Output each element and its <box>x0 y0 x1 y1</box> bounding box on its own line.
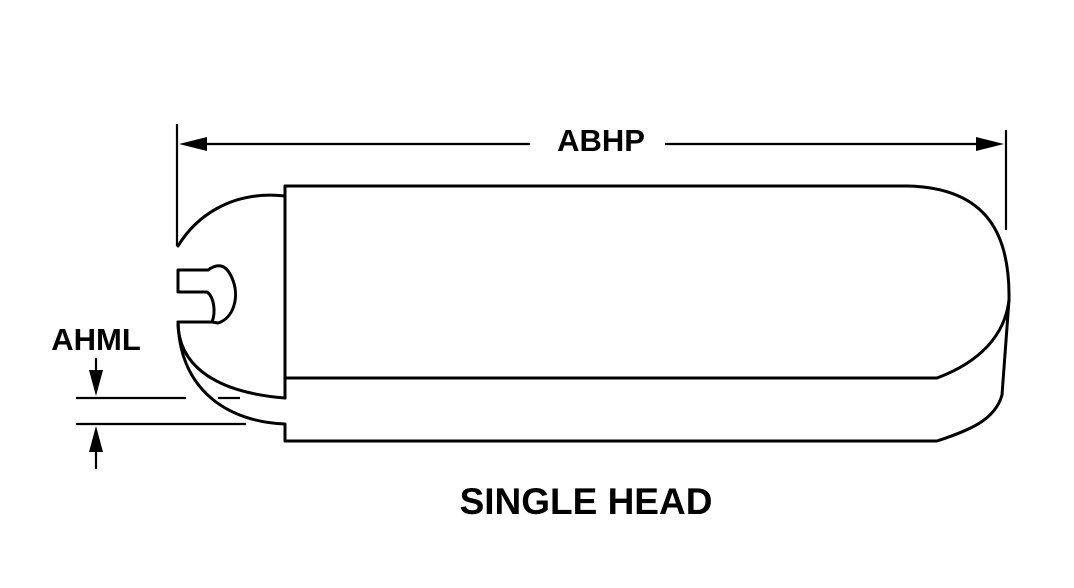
abhp-right-arrowhead <box>976 137 1004 151</box>
head-bottom-curve <box>176 320 287 400</box>
abhp-left-arrowhead <box>179 137 207 151</box>
pin-head <box>176 193 287 426</box>
ahml-label: AHML <box>51 322 141 357</box>
pin-body <box>283 184 1011 443</box>
ahml-bottom-arrowhead <box>89 426 103 452</box>
diagram-caption: SINGLE HEAD <box>460 481 713 522</box>
ahml-top-arrowhead <box>89 370 103 396</box>
head-slot <box>176 264 237 325</box>
pin-shank-outline <box>283 184 1011 443</box>
head-underside-curve <box>176 320 287 426</box>
ahml-dimension: AHML <box>51 322 246 469</box>
abhp-label: ABHP <box>557 123 645 158</box>
pin-shank-lower-edge <box>283 298 1011 380</box>
head-top-curve <box>176 193 287 248</box>
abhp-dimension: ABHP <box>175 123 1008 246</box>
